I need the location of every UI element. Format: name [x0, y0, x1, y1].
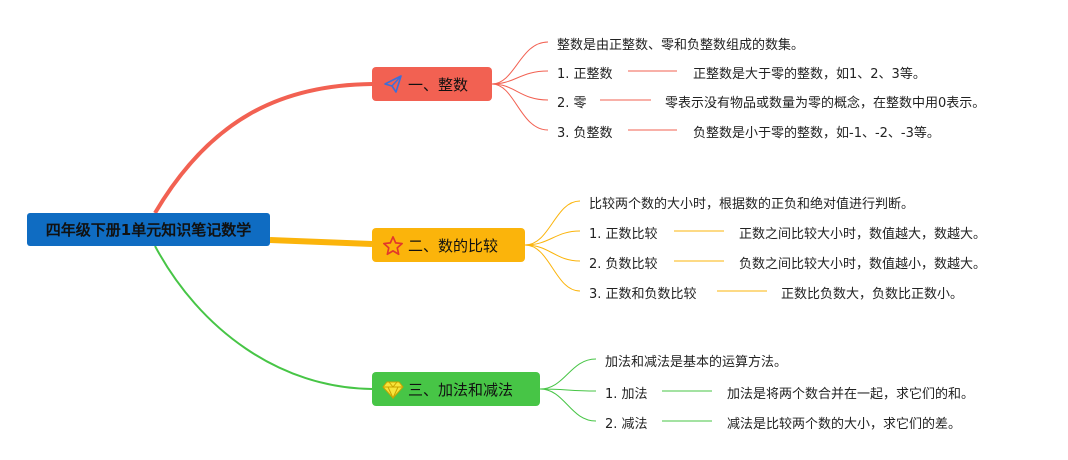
branch-3-item-2-desc: 减法是比较两个数的大小，求它们的差。 — [727, 417, 962, 432]
branch-topic-number-comparison[interactable]: 二、数的比较 — [372, 228, 525, 262]
connector-root-branch-2 — [269, 237, 373, 247]
branch-3-fan — [539, 358, 712, 422]
branch-1-summary: 整数是由正整数、零和负整数组成的数集。 — [557, 38, 805, 53]
branch-topic-integers[interactable]: 一、整数 — [372, 67, 492, 101]
branch-2-item-3-desc: 正数比负数大，负数比正数小。 — [781, 287, 964, 302]
branch-label: 二、数的比较 — [408, 236, 499, 255]
branch-1-item-1-term: 1. 正整数 — [557, 67, 613, 82]
paper-plane-icon — [382, 73, 404, 95]
branch-1-fan — [491, 41, 677, 131]
branch-1-item-3-desc: 负整数是小于零的整数，如-1、-2、-3等。 — [693, 126, 940, 141]
branch-topic-addition-subtraction[interactable]: 三、加法和减法 — [372, 372, 540, 406]
diamond-icon — [382, 378, 404, 400]
connector-root-branch-3 — [154, 245, 373, 390]
branch-2-item-1-desc: 正数之间比较大小时，数值越大，数越大。 — [739, 227, 987, 242]
connector-root-branch-1 — [153, 82, 373, 215]
root-title: 四年级下册1单元知识笔记数学 — [45, 221, 252, 239]
branch-3-item-1-term: 1. 加法 — [605, 387, 648, 402]
branch-1-item-1-desc: 正整数是大于零的整数，如1、2、3等。 — [693, 67, 926, 82]
branch-3-item-2-term: 2. 减法 — [605, 417, 648, 432]
branch-3-summary: 加法和减法是基本的运算方法。 — [605, 355, 788, 370]
branch-label: 三、加法和减法 — [408, 380, 514, 399]
branch-1-item-3-term: 3. 负整数 — [557, 126, 613, 141]
star-icon — [382, 234, 404, 256]
branch-label: 一、整数 — [408, 75, 469, 94]
branch-2-item-1-term: 1. 正数比较 — [589, 227, 658, 242]
branch-1-item-2-term: 2. 零 — [557, 96, 587, 111]
branch-2-item-2-term: 2. 负数比较 — [589, 257, 658, 272]
branch-3-item-1-desc: 加法是将两个数合并在一起，求它们的和。 — [727, 387, 975, 402]
branch-2-fan — [524, 200, 767, 292]
branch-2-item-2-desc: 负数之间比较大小时，数值越小，数越大。 — [739, 257, 987, 272]
branch-2-item-3-term: 3. 正数和负数比较 — [589, 287, 697, 302]
branch-1-item-2-desc: 零表示没有物品或数量为零的概念，在整数中用0表示。 — [665, 96, 986, 111]
root-topic[interactable]: 四年级下册1单元知识笔记数学 — [27, 213, 270, 246]
branch-2-summary: 比较两个数的大小时，根据数的正负和绝对值进行判断。 — [589, 197, 915, 212]
